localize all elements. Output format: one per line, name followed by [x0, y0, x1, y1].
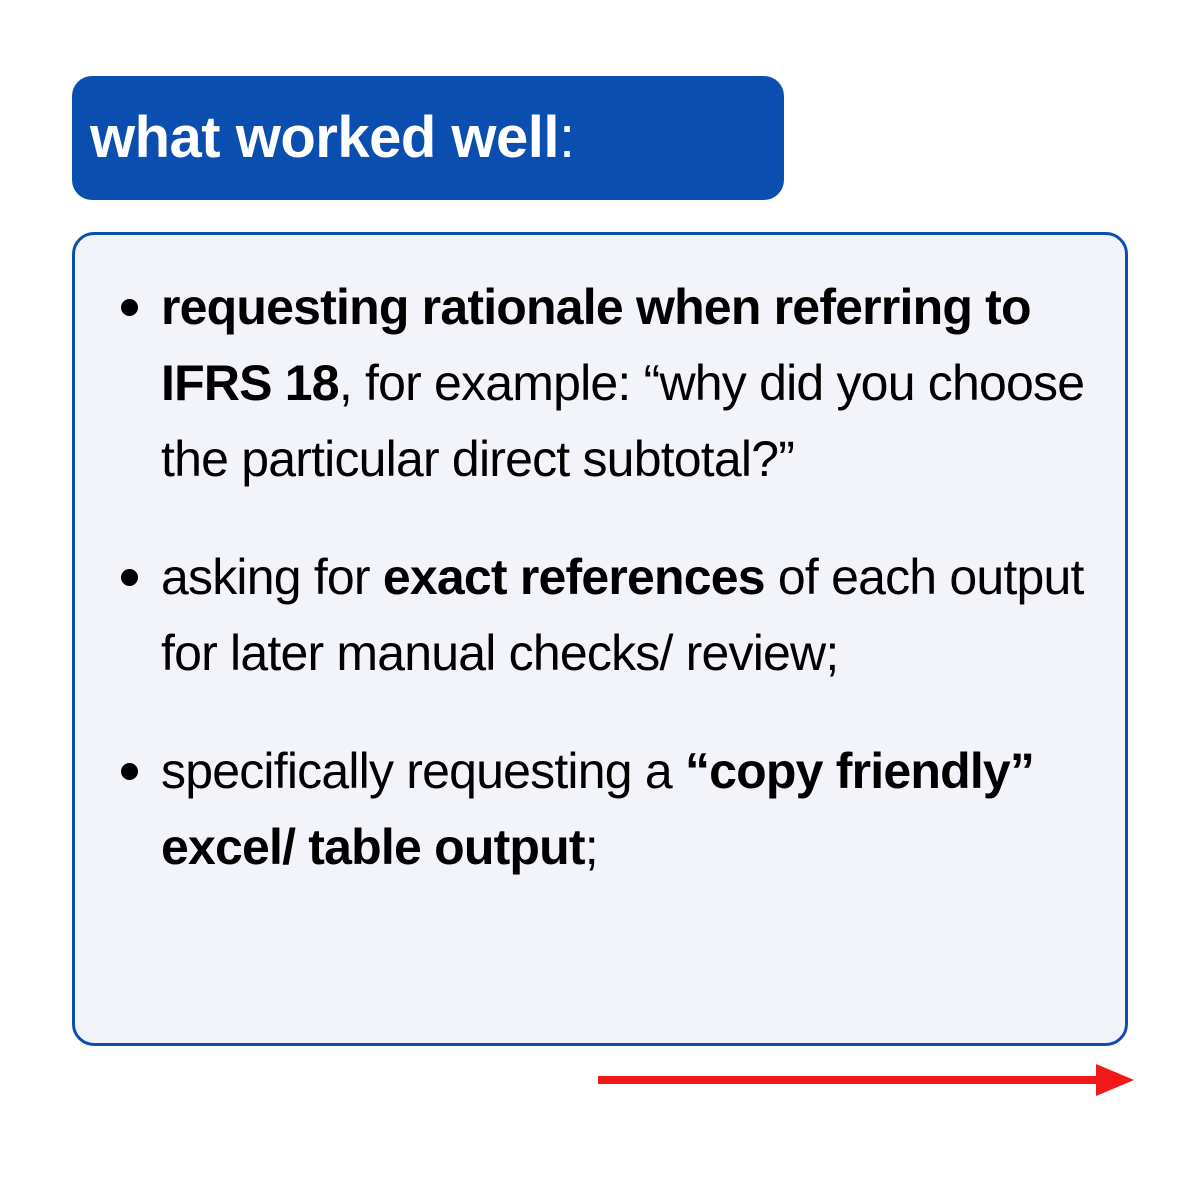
- body-text: ;: [584, 819, 599, 875]
- page-title: what worked well: [90, 105, 560, 170]
- list-item: requesting rationale when referring to I…: [97, 269, 1103, 497]
- bullet-list: requesting rationale when referring to I…: [97, 269, 1103, 885]
- body-text: specifically requesting a: [161, 743, 685, 799]
- emphasis-text: requesting rationale when referring to I…: [161, 279, 1032, 411]
- list-item: specifically requesting a “copy friendly…: [97, 733, 1103, 885]
- red-right-arrow-icon: [598, 1064, 1134, 1096]
- section-header-badge: what worked well:: [72, 76, 784, 200]
- body-text: asking for: [161, 549, 383, 605]
- page-title-colon: :: [559, 105, 576, 170]
- body-text: of each output for later manual checks/ …: [161, 549, 1084, 681]
- body-text: , for example: “why did you choose the p…: [161, 355, 1085, 487]
- emphasis-text: “copy friendly” excel/ table output: [161, 743, 1035, 875]
- emphasis-text: exact references: [382, 549, 766, 605]
- bullets-card: requesting rationale when referring to I…: [72, 232, 1128, 1046]
- list-item: asking for exact references of each outp…: [97, 539, 1103, 691]
